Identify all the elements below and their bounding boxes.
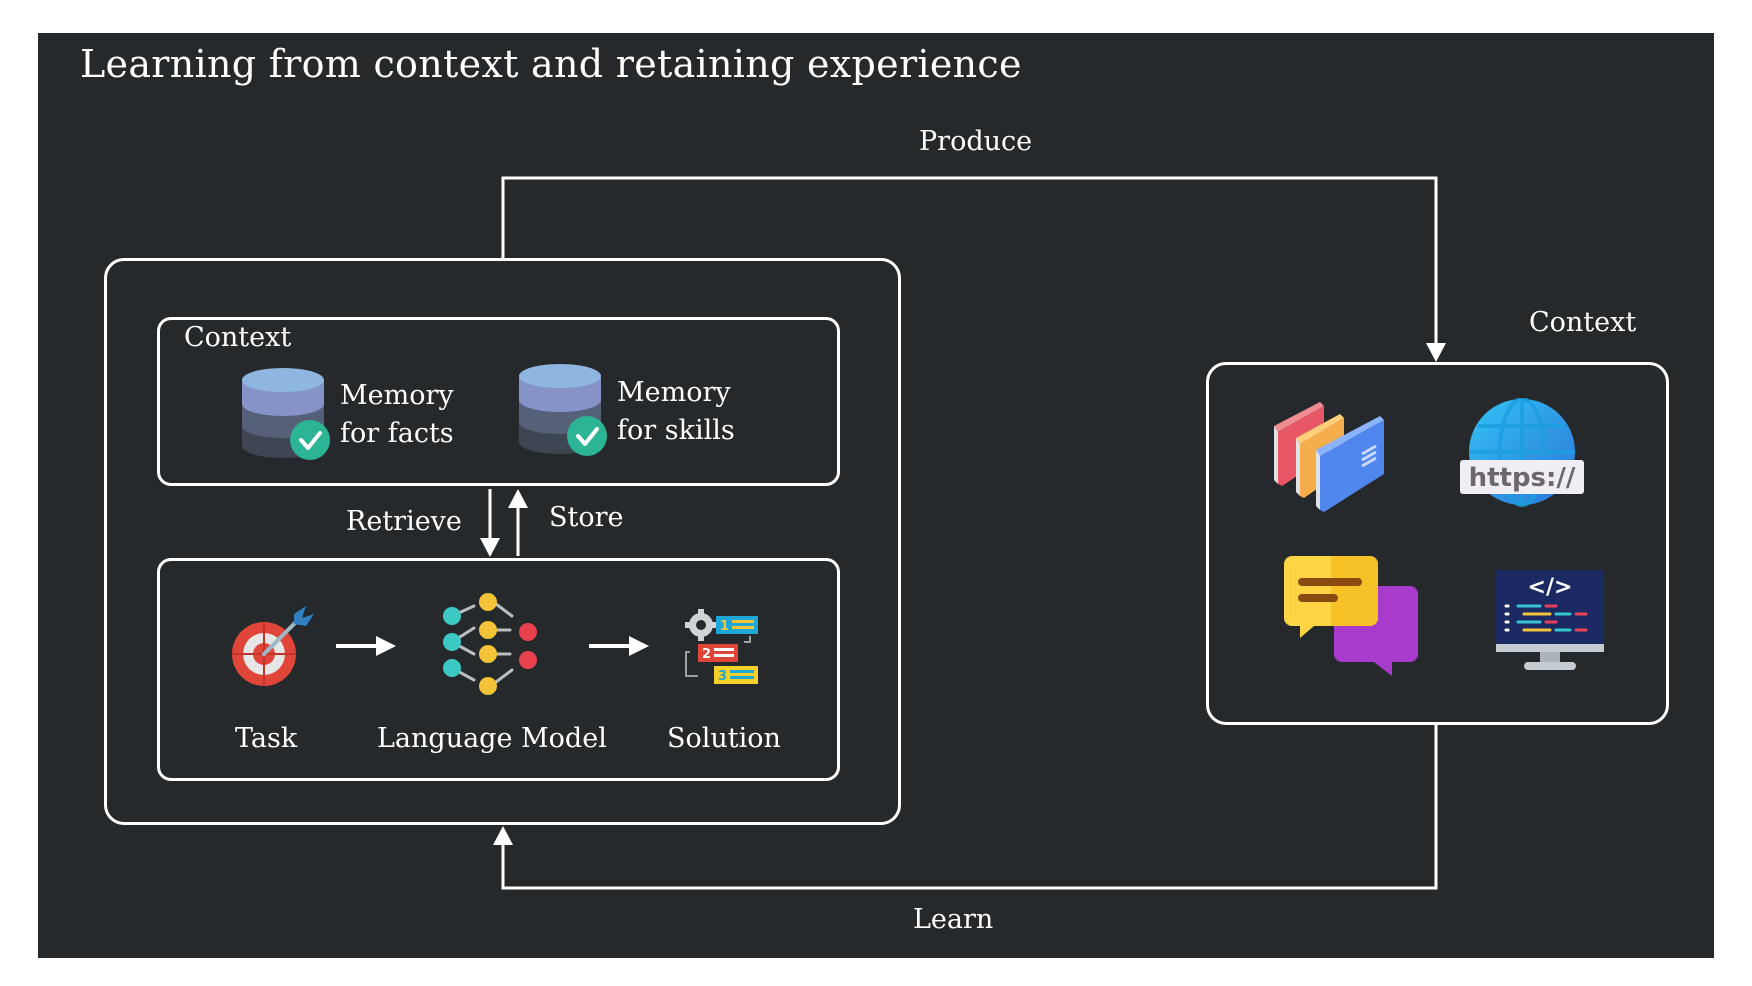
store-label: Store [549,502,624,533]
diagram-title: Learning from context and retaining expe… [80,42,1022,86]
memory-context-box [157,317,840,486]
produce-connector [501,176,1438,346]
chat-bubbles-icon [1284,556,1418,676]
language-model-label: Language Model [377,723,607,754]
model-to-solution-arrowhead [629,636,649,656]
svg-text:1: 1 [720,619,729,634]
memory-skills-line2: for skills [617,415,735,446]
memory-facts-line2: for facts [340,418,454,449]
memory-facts-label: Memory for facts [340,377,454,453]
globe-url-text: https:// [1469,463,1576,493]
produce-arrowhead [1426,343,1446,362]
memory-skills-label: Memory for skills [617,374,735,450]
neural-network-icon [443,593,537,695]
agent-box [104,258,901,825]
code-tag-text: </> [1528,575,1573,600]
external-context-label: Context [1529,307,1637,338]
external-context-box [1206,362,1669,725]
task-to-model-arrowhead [376,636,396,656]
database-check-icon [242,368,330,460]
database-check-icon [519,364,607,456]
memory-facts-line1: Memory [340,380,454,411]
memory-context-label: Context [184,322,292,353]
ordered-steps-icon: 1 2 3 [685,609,758,684]
svg-text:2: 2 [702,647,711,662]
retrieve-label: Retrieve [346,506,462,537]
memory-skills-line1: Memory [617,377,731,408]
task-label: Task [235,723,298,754]
retrieve-arrowhead [480,538,500,557]
learn-label: Learn [913,904,994,935]
store-arrowhead [508,489,528,508]
web-globe-icon: https:// [1460,398,1584,507]
target-dart-icon [232,606,314,686]
learn-connector [501,725,1438,890]
produce-label: Produce [919,126,1033,157]
svg-text:3: 3 [718,669,727,684]
learn-arrowhead [493,826,513,845]
pipeline-box [157,558,840,781]
solution-label: Solution [667,723,781,754]
books-icon [1274,402,1384,512]
code-monitor-icon: </> [1496,570,1604,670]
